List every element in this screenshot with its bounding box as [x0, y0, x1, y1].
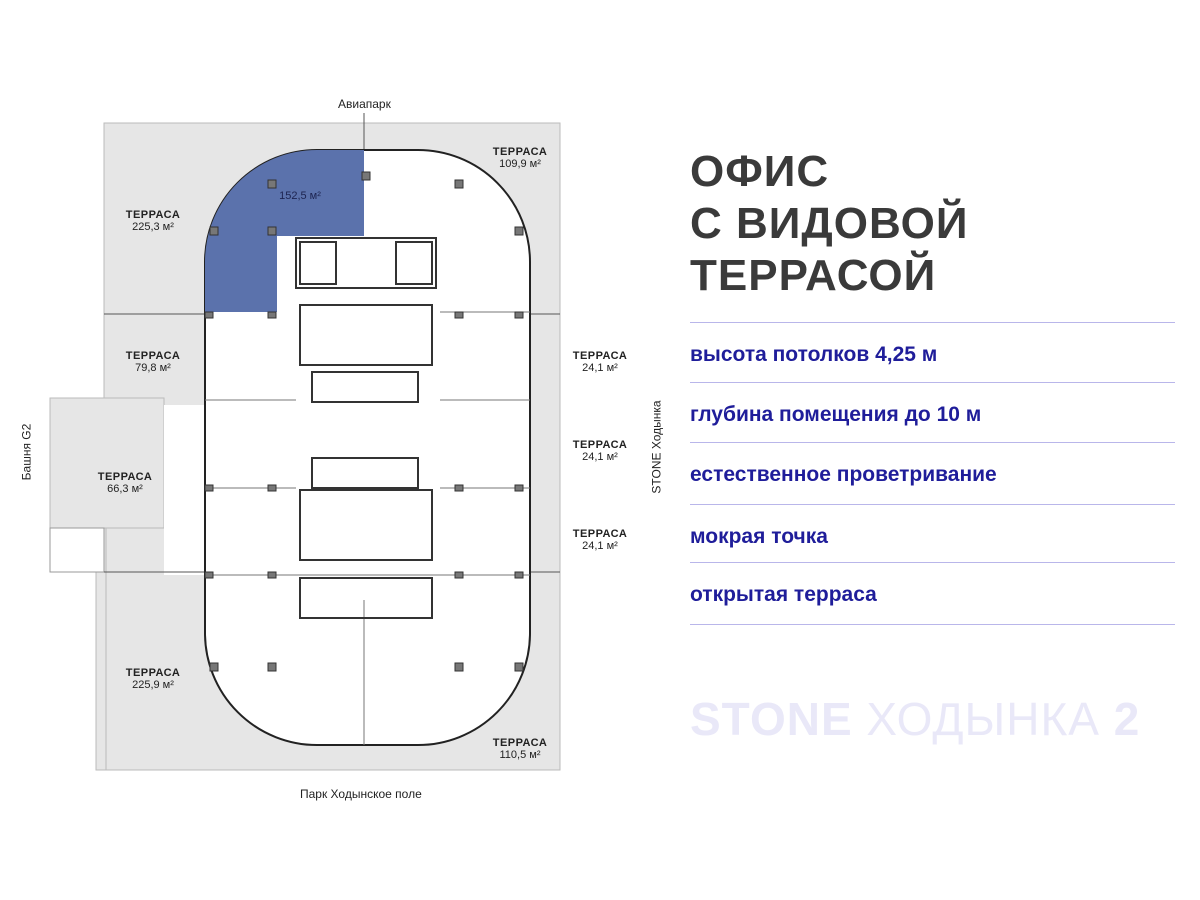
orientation-left: Башня G2 [19, 423, 34, 481]
terrace-area [49, 397, 165, 529]
orientation-top: Авиапарк [338, 97, 391, 111]
brand-logo: STONE ХОДЫНКА 2 [690, 693, 1141, 745]
selected-office [205, 150, 364, 312]
feature-item: глубина помещения до 10 м [690, 382, 1175, 427]
orientation-right: STONE Ходынка [649, 400, 664, 494]
feature-item: естественное проветривание [690, 442, 1175, 487]
office-area-label: 152,5 м² [279, 190, 321, 202]
building-outline [204, 149, 531, 746]
feature-item: высота потолков 4,25 м [690, 322, 1175, 367]
feature-item: мокрая точка [690, 504, 1175, 549]
feature-item: открытая терраса [690, 562, 1175, 625]
core [295, 237, 437, 619]
orientation-bottom: Парк Ходынское поле [300, 787, 422, 801]
